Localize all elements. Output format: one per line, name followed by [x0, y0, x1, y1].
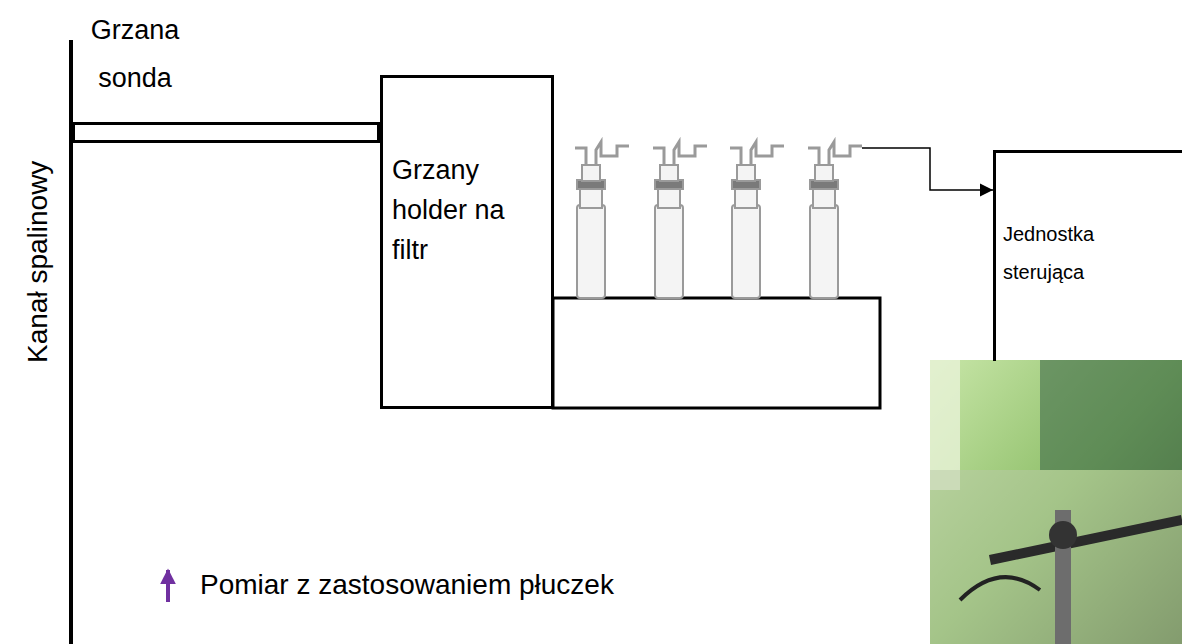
control-unit-box: Jednostka sterująca: [993, 150, 1182, 361]
filter-holder-box: Grzany holder na filtr: [380, 75, 554, 409]
heated-probe: [72, 122, 380, 143]
indicator-arrow: [166, 570, 170, 602]
node-label: Grzany holder na filtr: [392, 150, 543, 270]
node-heading: Grzana sonda: [70, 6, 200, 102]
photo: [930, 360, 1182, 644]
node-label: Jednostka sterująca: [1003, 215, 1178, 291]
gas-line: [862, 148, 993, 190]
duct-label: Kanał spalinowy: [21, 161, 55, 363]
caption-note: Pomiar z zastosowaniem płuczek: [200, 568, 614, 602]
impinger-tray: [553, 298, 880, 408]
impinger-bottles: [575, 142, 862, 298]
